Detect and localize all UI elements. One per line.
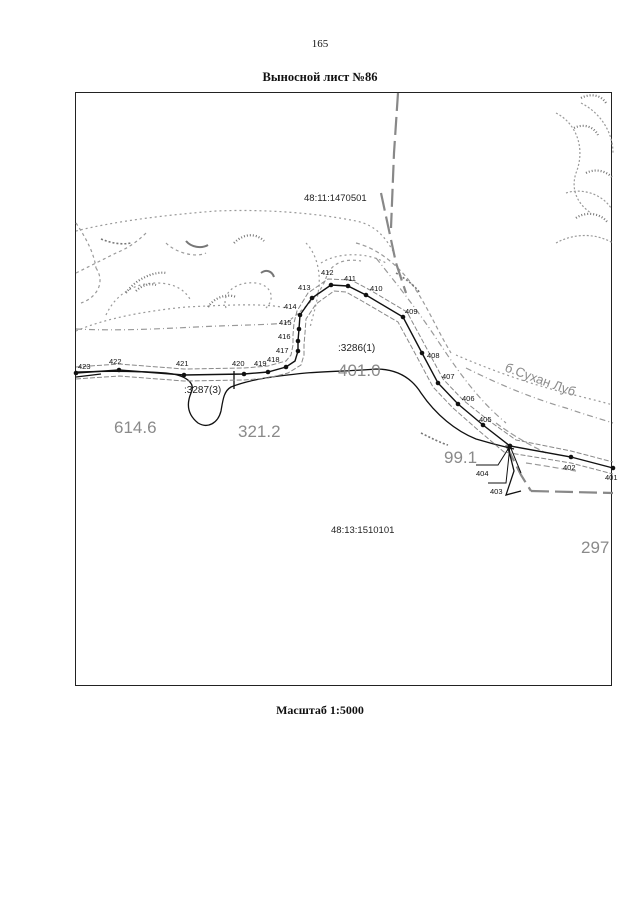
page-number: 165 xyxy=(311,38,329,50)
survey-point-405 xyxy=(480,422,486,428)
area-label-far-right: 297 xyxy=(581,538,609,557)
survey-point-label-401: 401 xyxy=(605,473,618,482)
block-number-south: 48:13:1510101 xyxy=(331,525,394,536)
survey-point-409 xyxy=(400,314,406,320)
survey-point-label-407: 407 xyxy=(442,372,455,381)
survey-point-417 xyxy=(295,348,301,354)
survey-point-label-412: 412 xyxy=(321,268,334,277)
survey-point-414 xyxy=(297,312,303,318)
parcel-number-upper: :3286(1) xyxy=(338,343,375,354)
map-labels: 48:11:1470501 48:13:1510101 :3286(1) :32… xyxy=(114,193,609,557)
survey-point-label-420: 420 xyxy=(232,359,245,368)
survey-point-411 xyxy=(345,283,351,289)
survey-point-label-403: 403 xyxy=(490,487,503,496)
survey-point-label-416: 416 xyxy=(278,332,291,341)
parcel-number-lower: :3287(3) xyxy=(184,385,221,396)
survey-point-418 xyxy=(283,364,289,370)
survey-point-label-402: 402 xyxy=(563,463,576,472)
survey-point-label-405: 405 xyxy=(479,415,492,424)
survey-point-419 xyxy=(265,369,271,375)
sheet-title: Выносной лист №86 xyxy=(262,70,378,84)
survey-point-label-410: 410 xyxy=(370,284,383,293)
point-leaders xyxy=(476,445,522,484)
survey-point-label-415: 415 xyxy=(279,318,292,327)
survey-point-label-421: 421 xyxy=(176,359,189,368)
survey-point-label-404: 404 xyxy=(476,469,489,478)
survey-point-416 xyxy=(295,338,301,344)
block-boundary-lines xyxy=(379,92,614,495)
survey-point-413 xyxy=(309,295,315,301)
area-label-right: 99.1 xyxy=(444,448,477,467)
survey-point-401 xyxy=(610,465,616,471)
scale-caption: Масштаб 1:5000 xyxy=(276,703,364,717)
survey-point-label-423: 423 xyxy=(78,362,91,371)
area-label-center: 401.0 xyxy=(338,361,381,380)
terrain-contours xyxy=(75,94,614,472)
survey-point-420 xyxy=(241,371,247,377)
cadastral-map: 4014024034044054064074084094104114124134… xyxy=(73,92,618,557)
area-label-left: 614.6 xyxy=(114,418,157,437)
survey-point-410 xyxy=(363,292,369,298)
area-label-middle: 321.2 xyxy=(238,422,281,441)
survey-point-label-409: 409 xyxy=(405,307,418,316)
survey-point-label-417: 417 xyxy=(276,346,289,355)
survey-point-408 xyxy=(419,350,425,356)
survey-point-label-419: 419 xyxy=(254,359,267,368)
survey-point-label-408: 408 xyxy=(427,351,440,360)
survey-point-label-413: 413 xyxy=(298,283,311,292)
survey-point-412 xyxy=(328,282,334,288)
survey-point-423 xyxy=(73,370,79,376)
survey-point-415 xyxy=(296,326,302,332)
survey-point-402 xyxy=(568,454,574,460)
survey-point-label-414: 414 xyxy=(284,302,297,311)
survey-point-label-418: 418 xyxy=(267,355,280,364)
survey-point-406 xyxy=(455,401,461,407)
block-number-north: 48:11:1470501 xyxy=(304,193,367,204)
survey-point-label-411: 411 xyxy=(344,274,356,283)
survey-point-422 xyxy=(116,367,122,373)
survey-point-407 xyxy=(435,380,441,386)
survey-point-421 xyxy=(181,372,187,378)
street-name-label: б.Сухан Луб xyxy=(503,360,578,399)
survey-point-label-422: 422 xyxy=(109,357,122,366)
survey-point-label-406: 406 xyxy=(462,394,475,403)
